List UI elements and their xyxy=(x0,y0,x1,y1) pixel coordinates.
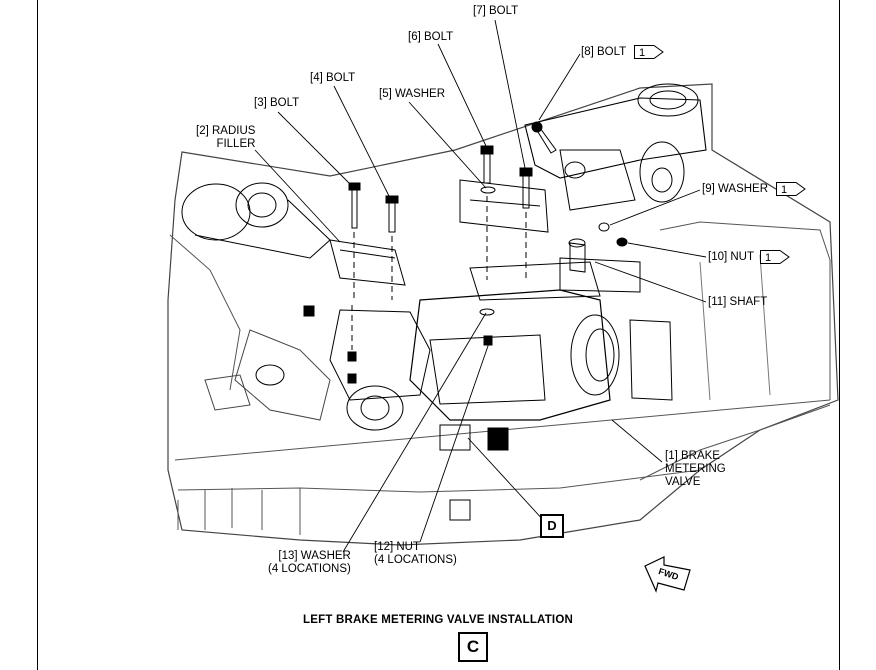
callout-washer-9: [9] WASHER xyxy=(702,183,769,195)
callout-washer-5: [5] WASHER xyxy=(379,88,446,100)
fwd-arrow-shape xyxy=(644,556,691,593)
callout-bolt-8: [8] BOLT xyxy=(581,46,627,58)
flag-number-10: 1 xyxy=(765,252,771,264)
callout-bolt-6: [6] BOLT xyxy=(408,31,454,43)
callout-washer-13: [13] WASHER (4 LOCATIONS) xyxy=(268,550,351,575)
fwd-text: FWD xyxy=(657,566,680,582)
left-border xyxy=(37,0,38,670)
right-border xyxy=(839,0,840,670)
callout-bolt-3: [3] BOLT xyxy=(254,97,300,109)
callout-nut-10: [10] NUT xyxy=(708,251,755,263)
fwd-label: FWD xyxy=(657,566,680,582)
flag-number-8: 1 xyxy=(639,47,645,59)
flag-note-9: 1 xyxy=(776,182,806,196)
view-letter-c: C xyxy=(458,632,488,662)
callout-bolt-4: [4] BOLT xyxy=(310,72,356,84)
flag-note-8: 1 xyxy=(634,45,664,59)
flag-note-10: 1 xyxy=(760,250,790,264)
flag-number-9: 1 xyxy=(781,184,787,196)
callout-nut-12: [12] NUT (4 LOCATIONS) xyxy=(374,541,457,566)
callout-radius-filler-2: [2] RADIUS FILLER xyxy=(196,125,256,150)
view-marker-d: D xyxy=(540,514,564,538)
callout-brake-metering-valve-1: [1] BRAKE METERING VALVE xyxy=(665,450,726,488)
figure-title: LEFT BRAKE METERING VALVE INSTALLATION xyxy=(303,614,573,626)
callout-bolt-7: [7] BOLT xyxy=(473,5,519,17)
callout-shaft-11: [11] SHAFT xyxy=(708,296,768,308)
